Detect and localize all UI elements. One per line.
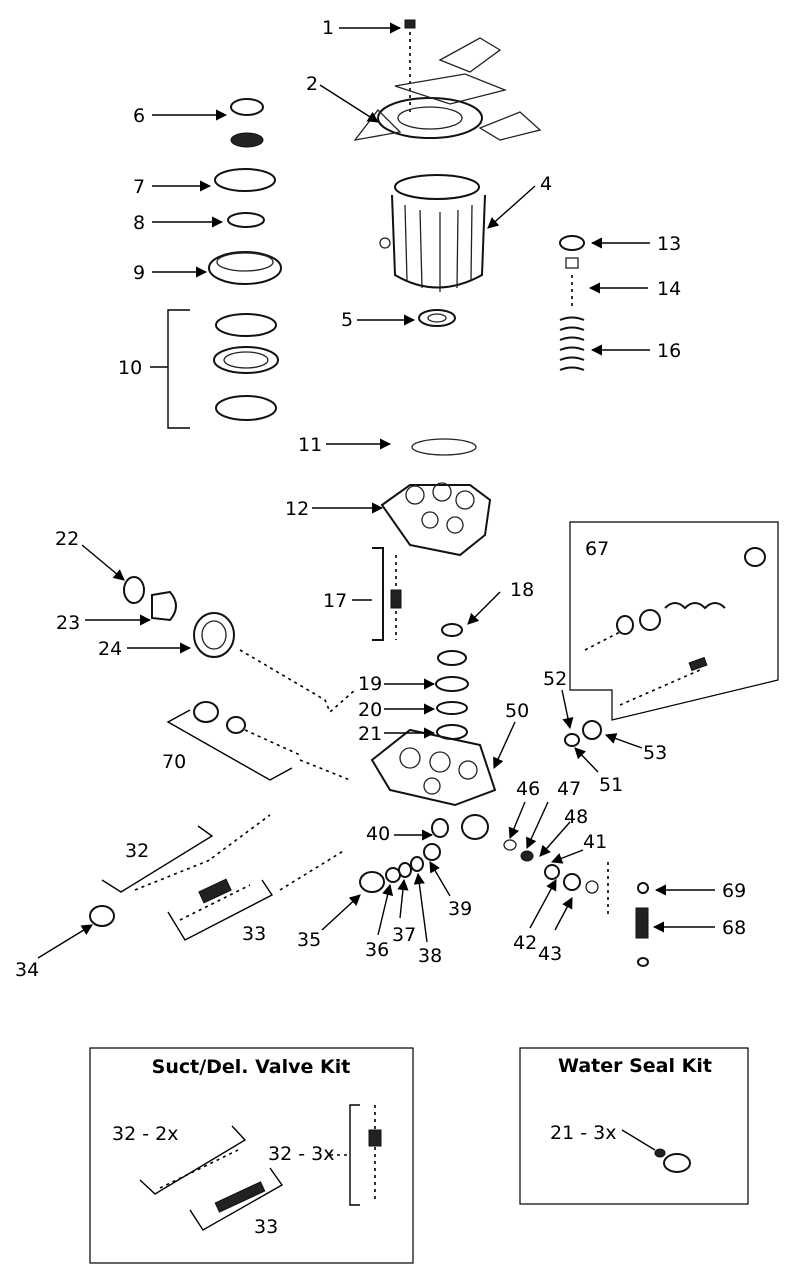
callout-37: 37 (392, 924, 416, 946)
part-12-piston-head (380, 482, 492, 557)
callout-17: 17 (323, 590, 347, 612)
callout-48: 48 (564, 806, 588, 828)
callout-19: 19 (358, 673, 382, 695)
part-6-cap (230, 98, 264, 148)
callout-13: 13 (657, 233, 681, 255)
part-2-gasket-plate (353, 37, 542, 141)
part-19-20-21-seals (435, 650, 469, 740)
callout-69: 69 (722, 880, 746, 902)
callout-14: 14 (657, 278, 681, 300)
part-4-motor-housing (379, 174, 486, 292)
part-9-wobble-plate (208, 251, 282, 285)
part-8-ring (227, 212, 265, 228)
callout-70: 70 (162, 751, 186, 773)
part-50-manifold (370, 728, 497, 807)
callout-42: 42 (513, 932, 537, 954)
part-1-bolt (404, 19, 416, 115)
part-5-ring (418, 309, 456, 327)
valve-kit-label-33: 33 (254, 1216, 278, 1238)
callout-38: 38 (418, 945, 442, 967)
callout-46: 46 (516, 778, 540, 800)
part-68-69-filter (635, 882, 649, 967)
bracket-33 (167, 879, 274, 941)
callout-34: 34 (15, 959, 39, 981)
part-11-seal (411, 438, 477, 456)
callout-2: 2 (306, 73, 318, 95)
callout-52: 52 (543, 668, 567, 690)
bracket-10 (150, 309, 190, 429)
callout-20: 20 (358, 699, 382, 721)
part-18-valve (441, 623, 463, 637)
callout-7: 7 (133, 176, 145, 198)
callout-68: 68 (722, 917, 746, 939)
callout-35: 35 (297, 929, 321, 951)
callout-53: 53 (643, 742, 667, 764)
callout-18: 18 (510, 579, 534, 601)
callout-43: 43 (538, 943, 562, 965)
part-32-33-34-valves (89, 814, 346, 927)
callout-12: 12 (285, 498, 309, 520)
part-7-oring (214, 168, 276, 192)
part-35-to-40-plunger (359, 843, 441, 893)
callout-23: 23 (56, 612, 80, 634)
part-16-spring (559, 316, 585, 371)
callout-16: 16 (657, 340, 681, 362)
callout-4: 4 (540, 173, 552, 195)
valve-kit-label-32-3x: 32 - 3x (268, 1143, 334, 1165)
callout-22: 22 (55, 528, 79, 550)
callout-32: 32 (125, 840, 149, 862)
part-13-cap (559, 235, 585, 269)
callout-11: 11 (298, 434, 322, 456)
callout-47: 47 (557, 778, 581, 800)
part-51-52-53-fitting (564, 720, 602, 747)
callout-1: 1 (322, 17, 334, 39)
seal-kit-label-21-3x: 21 - 3x (550, 1122, 616, 1144)
callout-10: 10 (118, 357, 142, 379)
bracket-70 (166, 709, 293, 781)
suction-delivery-valve-kit: Suct/Del. Valve Kit 32 - 2x 32 - 3x 33 (89, 1047, 414, 1264)
valve-kit-label-32-2x: 32 - 2x (112, 1123, 178, 1145)
valve-kit-title: Suct/Del. Valve Kit (152, 1056, 351, 1078)
callout-5: 5 (341, 309, 353, 331)
callout-50: 50 (505, 700, 529, 722)
bracket-32 (101, 825, 214, 893)
callout-8: 8 (133, 212, 145, 234)
part-17-valve-stack (372, 547, 402, 641)
callout-39: 39 (448, 898, 472, 920)
callout-40: 40 (366, 823, 390, 845)
part-70-unloader (193, 701, 351, 781)
hose-kit-box (569, 521, 779, 721)
callout-9: 9 (133, 262, 145, 284)
callout-36: 36 (365, 939, 389, 961)
part-22-23-24-inlet (123, 576, 356, 714)
leader-lines (37, 22, 715, 959)
callout-51: 51 (599, 774, 623, 796)
part-10-bearing-set (213, 313, 279, 421)
part-67-hose-kit (584, 547, 766, 706)
callout-24: 24 (98, 638, 122, 660)
water-seal-kit: Water Seal Kit 21 - 3x (519, 1047, 749, 1205)
callout-21: 21 (358, 723, 382, 745)
callout-67: 67 (585, 538, 609, 560)
callout-41: 41 (583, 831, 607, 853)
callout-33: 33 (242, 923, 266, 945)
callout-labels: 1 2 4 5 6 7 8 9 10 11 12 13 14 16 17 18 … (15, 17, 746, 981)
part-41-to-48-parts (431, 814, 609, 918)
seal-kit-title: Water Seal Kit (558, 1055, 712, 1077)
callout-6: 6 (133, 105, 145, 127)
